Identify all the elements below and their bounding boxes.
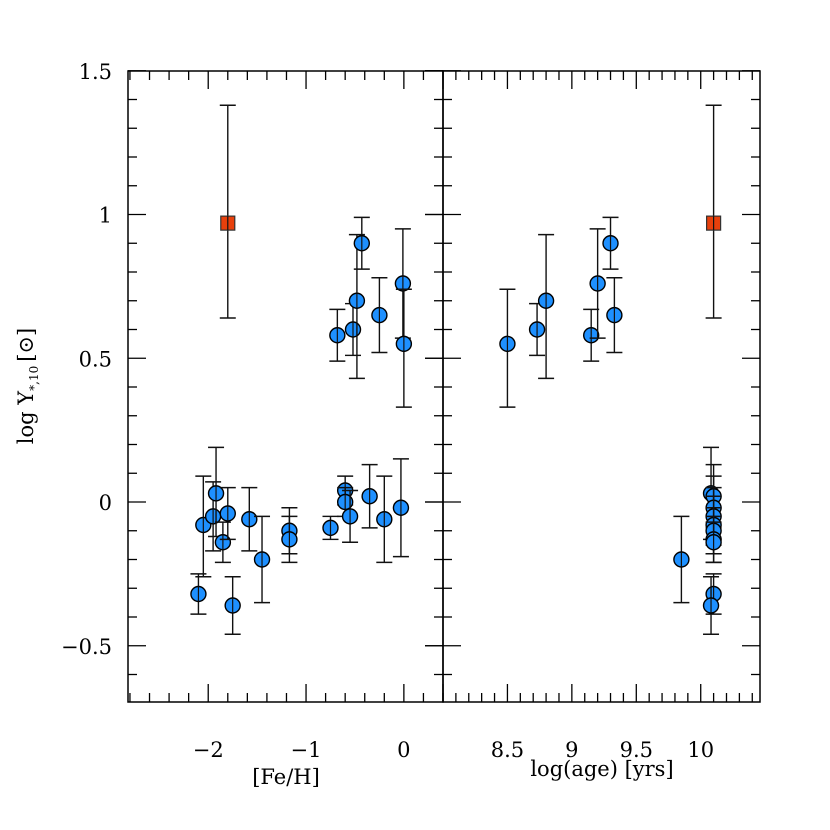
data-point xyxy=(702,576,720,635)
y-tick-label: 0 xyxy=(99,491,112,515)
data-point xyxy=(329,308,346,362)
axis-ticks xyxy=(128,70,760,702)
x-tick-label: 10 xyxy=(687,738,714,762)
data-point xyxy=(606,277,623,354)
data-point xyxy=(348,233,366,380)
data-point xyxy=(392,458,410,558)
data-point xyxy=(361,463,378,529)
data-point xyxy=(582,308,600,362)
x-tick-label: 8.5 xyxy=(491,738,524,762)
axis-labels: −2 −1 0 −0.5 0 0.5 1 1.5 8.5 9 9.5 10 xyxy=(61,60,714,762)
data-point xyxy=(241,486,258,552)
y-axis-title-main: log Υ xyxy=(14,390,38,444)
data-point xyxy=(376,475,393,564)
data-point xyxy=(705,521,722,564)
x-tick-label: 9 xyxy=(565,738,578,762)
data-point xyxy=(353,216,371,270)
x-tick-label: −1 xyxy=(291,738,322,762)
data-point xyxy=(224,576,241,635)
y-axis-title-unit: [⊙] xyxy=(14,328,38,362)
y-axis-title: log Υ*,10 [⊙] xyxy=(14,328,41,444)
data-point xyxy=(190,573,207,615)
y-tick-label: 0.5 xyxy=(79,347,112,371)
data-point xyxy=(371,277,388,354)
x-tick-label: −2 xyxy=(193,738,224,762)
data-point xyxy=(281,515,298,564)
data-point xyxy=(322,515,339,541)
data-point xyxy=(394,228,412,339)
y-tick-label: −0.5 xyxy=(61,635,112,659)
y-axis-title-sub: *,10 xyxy=(27,366,41,391)
x-tick-label: 0 xyxy=(397,738,410,762)
data-point xyxy=(673,515,690,604)
x-axis-title-age: log(age) [yrs] xyxy=(530,757,673,781)
svg-text:log Υ*,10[⊙]: log Υ*,10 [⊙] xyxy=(14,328,41,444)
outlier-point xyxy=(219,104,236,319)
x-axis-title-feh: [Fe/H] xyxy=(252,765,320,789)
y-tick-label: 1.5 xyxy=(79,60,112,84)
data-point xyxy=(528,302,546,357)
data-point xyxy=(499,288,516,408)
data-point xyxy=(341,489,359,543)
data-point xyxy=(219,486,236,541)
data-point xyxy=(602,216,619,270)
data-point xyxy=(395,288,413,408)
data-point xyxy=(344,302,362,357)
panel-frame-left xyxy=(127,70,444,703)
data-points xyxy=(190,104,722,635)
data-point xyxy=(537,233,555,380)
outlier-point xyxy=(705,104,722,319)
data-point xyxy=(253,515,271,604)
x-tick-label: 9.5 xyxy=(620,738,653,762)
data-point xyxy=(589,228,606,339)
data-point xyxy=(214,521,232,564)
y-tick-label: 1 xyxy=(99,204,112,228)
